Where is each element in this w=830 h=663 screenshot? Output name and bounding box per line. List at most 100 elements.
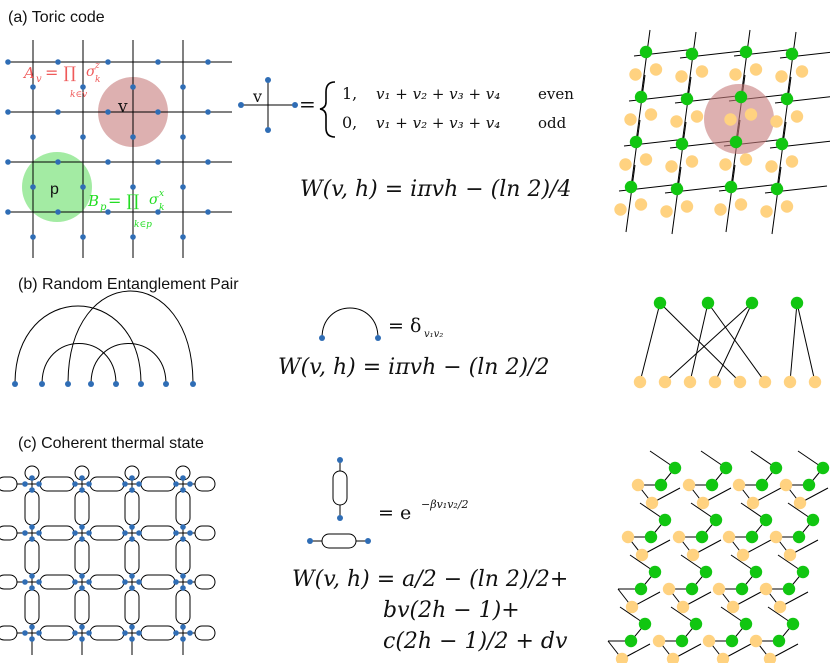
panel-a-label: (a) Toric code bbox=[8, 9, 105, 26]
bond-endpoint bbox=[79, 524, 85, 530]
bond-vertical bbox=[175, 490, 191, 526]
orange-node bbox=[790, 110, 804, 123]
highlight-circle bbox=[704, 84, 774, 154]
green-node bbox=[680, 92, 694, 106]
orange-node bbox=[685, 155, 699, 168]
bond-endpoint bbox=[79, 487, 85, 493]
bond-endpoint bbox=[79, 636, 85, 642]
case-zero-word: odd bbox=[538, 114, 567, 132]
bond-endpoint bbox=[187, 481, 193, 487]
vertex-tensor-symbol: v bbox=[238, 77, 298, 133]
green-node bbox=[634, 582, 648, 596]
case-one-word: even bbox=[538, 85, 574, 103]
green-node bbox=[644, 530, 658, 544]
orange-node bbox=[724, 113, 737, 126]
edge-dot bbox=[5, 59, 11, 65]
bond-endpoint bbox=[79, 536, 85, 542]
orange-node bbox=[716, 652, 730, 663]
bond-endpoint bbox=[79, 573, 85, 579]
edge-dot bbox=[205, 109, 211, 115]
bond-endpoint bbox=[72, 630, 78, 636]
bond-endpoint bbox=[173, 579, 179, 585]
bond-horizontal bbox=[39, 525, 75, 541]
orange-node bbox=[759, 582, 773, 596]
bond-endpoint bbox=[122, 481, 128, 487]
svg-text:σ: σ bbox=[149, 192, 159, 208]
orange-node bbox=[793, 496, 807, 510]
bond-endpoint bbox=[129, 524, 135, 530]
bond-endpoint bbox=[36, 630, 42, 636]
orange-node bbox=[758, 375, 772, 389]
bond-endpoint bbox=[122, 630, 128, 636]
orange-node bbox=[645, 496, 659, 510]
bond-endpoint bbox=[86, 481, 92, 487]
edge-dot bbox=[205, 59, 211, 65]
green-node bbox=[675, 137, 689, 151]
orange-node bbox=[708, 375, 722, 389]
orange-node bbox=[714, 203, 727, 216]
green-node bbox=[725, 634, 739, 648]
bond-endpoint bbox=[173, 530, 179, 536]
bond-endpoint bbox=[129, 624, 135, 630]
orange-node bbox=[749, 634, 763, 648]
bond-endpoint bbox=[173, 481, 179, 487]
toric-bipartite-network bbox=[614, 29, 830, 235]
green-node bbox=[639, 45, 653, 59]
bond-endpoint bbox=[22, 481, 28, 487]
bond-horizontal bbox=[194, 476, 216, 492]
svg-text:= ∏: = ∏ bbox=[108, 191, 139, 210]
green-node bbox=[705, 478, 719, 492]
svg-text:=: = bbox=[299, 92, 316, 116]
bond-endpoint bbox=[180, 636, 186, 642]
bond-horizontal bbox=[89, 525, 125, 541]
bond-endpoint bbox=[29, 624, 35, 630]
bond-endpoint bbox=[180, 475, 186, 481]
green-node bbox=[685, 582, 699, 596]
thermal-lattice bbox=[0, 465, 216, 655]
bond-horizontal bbox=[0, 625, 18, 641]
bond-endpoint bbox=[180, 573, 186, 579]
orange-node bbox=[702, 634, 716, 648]
edge-dot bbox=[155, 209, 161, 215]
svg-text:v: v bbox=[36, 74, 42, 85]
bond-vertical bbox=[24, 539, 40, 575]
edge-dot bbox=[180, 234, 186, 240]
orange-node bbox=[625, 600, 639, 614]
green-node bbox=[802, 478, 816, 492]
bond-exponent: −βv₁v₂/2 bbox=[421, 498, 469, 511]
green-node bbox=[629, 135, 643, 149]
arc-endpoint bbox=[39, 381, 45, 387]
green-node bbox=[675, 634, 689, 648]
green-node bbox=[816, 461, 830, 475]
bond-endpoint bbox=[72, 579, 78, 585]
edge-dot bbox=[105, 209, 111, 215]
orange-node bbox=[634, 198, 648, 211]
orange-node bbox=[744, 108, 758, 121]
bond-horizontal bbox=[140, 525, 176, 541]
green-node bbox=[624, 180, 638, 194]
orange-node bbox=[675, 70, 688, 83]
green-node bbox=[638, 617, 652, 631]
edge-dot bbox=[155, 59, 161, 65]
green-node bbox=[780, 92, 794, 106]
orange-node bbox=[672, 530, 686, 544]
orange-node bbox=[760, 205, 773, 218]
edge-dot bbox=[55, 59, 61, 65]
edge-dot bbox=[205, 159, 211, 165]
edge-dot bbox=[30, 84, 36, 90]
vertex-operator-formula: A v = ∏ σ z k k∈v bbox=[22, 61, 100, 100]
edge-dot bbox=[30, 184, 36, 190]
orange-node bbox=[665, 160, 678, 173]
svg-text:A: A bbox=[22, 64, 35, 82]
bond-horizontal bbox=[39, 625, 75, 641]
orange-node bbox=[621, 530, 635, 544]
bond-endpoint bbox=[122, 530, 128, 536]
case-zero-condition: v₁ + v₂ + v₃ + v₄ bbox=[376, 114, 500, 132]
bond-endpoint bbox=[29, 524, 35, 530]
bond-endpoint bbox=[180, 524, 186, 530]
orange-node bbox=[696, 496, 710, 510]
green-node bbox=[775, 137, 789, 151]
bond-horizontal bbox=[89, 574, 125, 590]
bond-vertical bbox=[175, 589, 191, 625]
green-node bbox=[739, 45, 753, 59]
